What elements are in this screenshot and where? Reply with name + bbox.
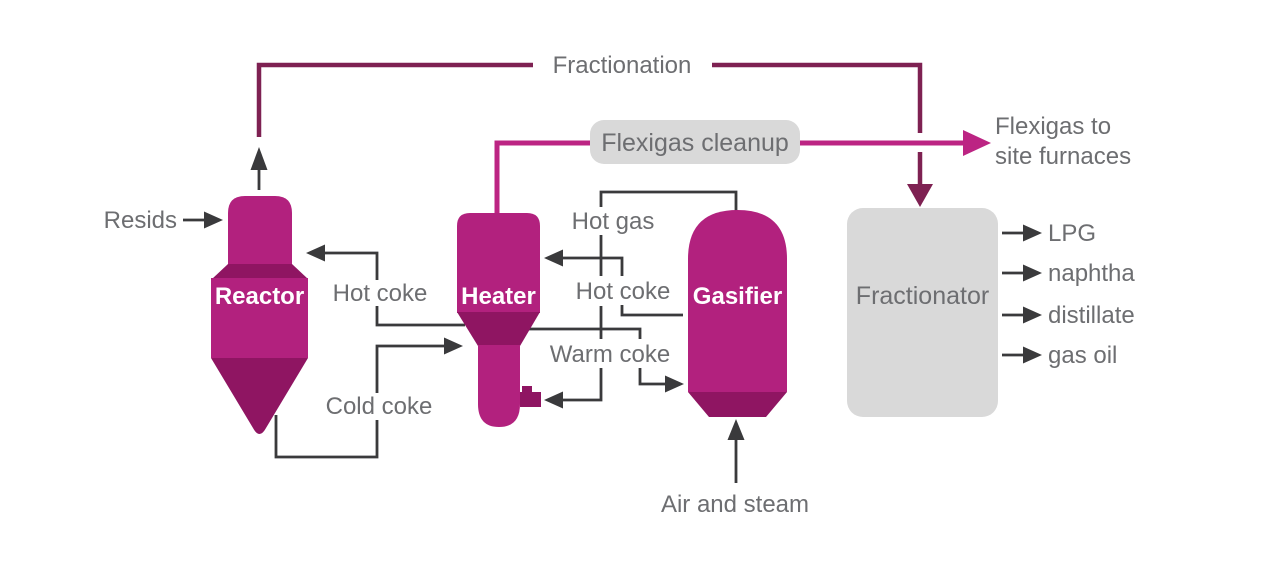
reactor-hot-coke-line-lower bbox=[375, 306, 465, 327]
heater-nozzle-step bbox=[522, 386, 532, 393]
resids-stream bbox=[183, 211, 223, 229]
heater-label: Heater bbox=[461, 283, 536, 310]
gasifier-hot-coke-line-lower bbox=[620, 305, 683, 317]
flexigas-cleanup-box bbox=[590, 120, 800, 164]
gasifier-body bbox=[688, 210, 787, 392]
flexigas-destination-label-line2: site furnaces bbox=[995, 143, 1131, 170]
gasifier-label: Gasifier bbox=[693, 283, 782, 310]
flexigas-cleanup-label: Flexigas cleanup bbox=[601, 129, 789, 157]
reactor-overhead-arrowhead-icon bbox=[250, 147, 268, 170]
air-and-steam-arrowhead-icon bbox=[727, 419, 745, 440]
heater-flare bbox=[457, 312, 540, 346]
heater-stem bbox=[478, 345, 520, 427]
heater-body bbox=[457, 213, 540, 313]
cold-coke-stream bbox=[274, 337, 463, 459]
product-label-naphtha: naphtha bbox=[1048, 260, 1135, 287]
product-label-gas-oil: gas oil bbox=[1048, 342, 1117, 369]
hot-gas-stream bbox=[544, 190, 738, 409]
warm-coke-arrowhead-icon bbox=[665, 375, 684, 393]
hot-gas-line-bottom bbox=[562, 368, 603, 402]
flexigas-line-from-heater bbox=[494, 140, 592, 215]
gasifier-hot-coke-line-upper bbox=[562, 256, 624, 276]
gasifier-hot-coke-stream bbox=[544, 249, 683, 317]
gasifier-hot-coke-label: Hot coke bbox=[576, 278, 671, 305]
heater-nozzle bbox=[520, 392, 541, 407]
hot-gas-line-top bbox=[599, 190, 738, 211]
reactor-overhead-stream bbox=[250, 147, 268, 190]
reactor-hot-coke-line-upper bbox=[324, 251, 379, 280]
fractionator-vessel bbox=[847, 208, 998, 417]
fractionation-line-right-segment bbox=[712, 62, 923, 133]
reactor-neck bbox=[228, 196, 292, 272]
reactor-hot-coke-stream bbox=[306, 244, 465, 327]
reactor-vessel bbox=[211, 196, 308, 434]
gasifier-bottom-cone bbox=[688, 392, 787, 417]
air-and-steam-label: Air and steam bbox=[661, 491, 809, 518]
reactor-hot-coke-label: Hot coke bbox=[333, 280, 428, 307]
cold-coke-arrowhead-icon bbox=[444, 337, 463, 355]
naphtha-arrowhead-icon bbox=[1023, 264, 1042, 282]
fractionation-arrowhead-icon bbox=[907, 184, 933, 207]
hot-gas-label: Hot gas bbox=[572, 208, 655, 235]
distillate-arrowhead-icon bbox=[1023, 306, 1042, 324]
reactor-flare-band bbox=[212, 264, 308, 279]
resids-label: Resids bbox=[104, 207, 177, 234]
flexigas-arrowhead-icon bbox=[963, 130, 991, 156]
fractionation-line-left-segment bbox=[256, 62, 533, 137]
flexigas-line bbox=[494, 130, 991, 215]
fractionation-label: Fractionation bbox=[553, 52, 692, 79]
reactor-body bbox=[211, 278, 308, 358]
lpg-arrowhead-icon bbox=[1023, 224, 1042, 242]
cold-coke-line-lower bbox=[274, 415, 379, 459]
fractionator-label: Fractionator bbox=[856, 282, 989, 310]
product-label-lpg: LPG bbox=[1048, 220, 1096, 247]
gas-oil-arrowhead-icon bbox=[1023, 346, 1042, 364]
warm-coke-line-lower bbox=[638, 368, 666, 386]
air-and-steam-stream bbox=[727, 419, 745, 483]
hot-gas-arrowhead-icon bbox=[544, 391, 563, 409]
product-label-distillate: distillate bbox=[1048, 302, 1135, 329]
gasifier-vessel bbox=[688, 210, 787, 417]
warm-coke-stream bbox=[528, 327, 684, 393]
fractionation-line bbox=[256, 62, 933, 207]
fractionator-products bbox=[1002, 224, 1042, 364]
reactor-hot-coke-arrowhead-icon bbox=[306, 244, 325, 262]
resids-arrowhead-icon bbox=[204, 211, 223, 229]
reactor-cone bbox=[211, 358, 308, 434]
gasifier-hot-coke-arrowhead-icon bbox=[544, 249, 563, 267]
flexigas-destination-label-line1: Flexigas to bbox=[995, 113, 1111, 140]
reactor-label: Reactor bbox=[215, 283, 304, 310]
cold-coke-label: Cold coke bbox=[326, 393, 433, 420]
heater-vessel bbox=[457, 213, 541, 427]
cold-coke-line-upper bbox=[375, 344, 445, 393]
warm-coke-line-upper bbox=[528, 327, 642, 339]
warm-coke-label: Warm coke bbox=[550, 341, 670, 368]
